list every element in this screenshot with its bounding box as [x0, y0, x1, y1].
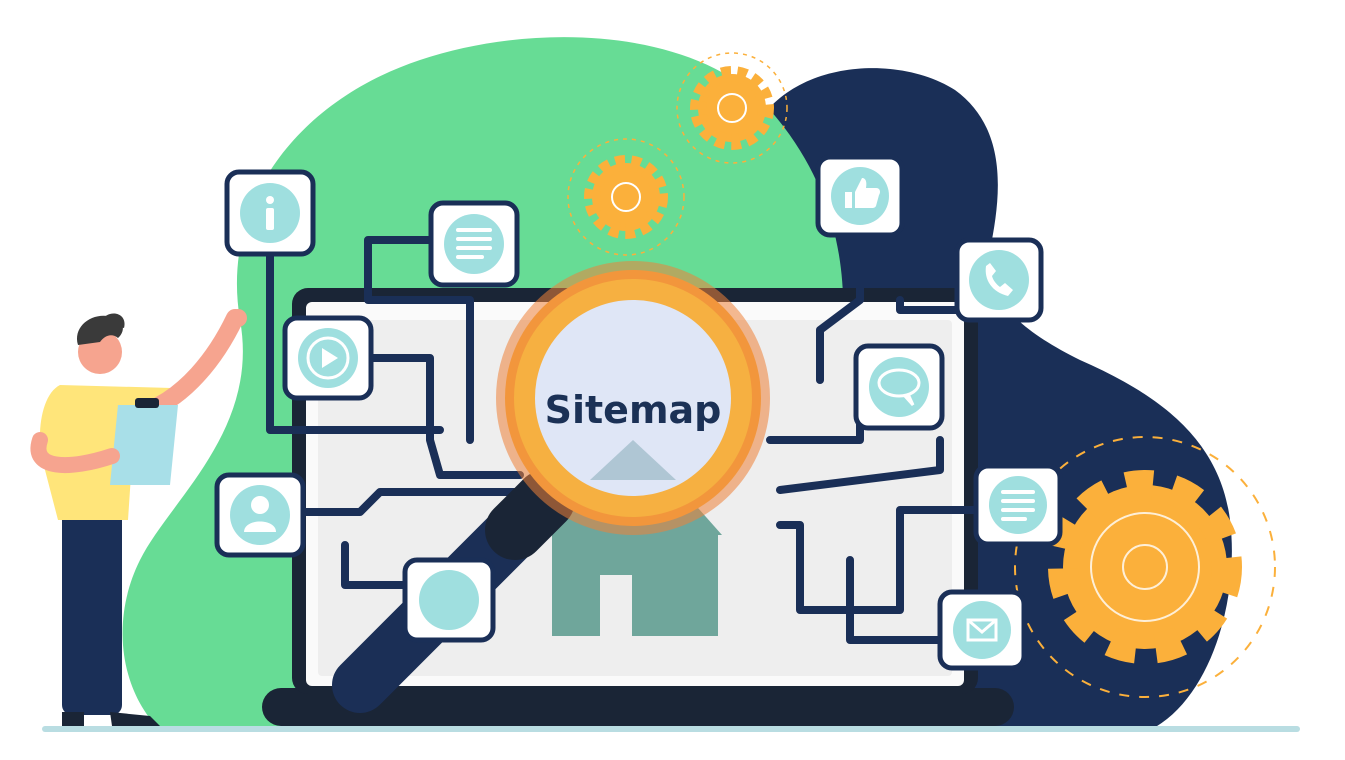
- info-icon: [224, 169, 316, 257]
- phone-icon: [954, 237, 1044, 323]
- laptop-base: [262, 688, 1014, 726]
- document-icon: [973, 463, 1063, 547]
- thumbs-up-icon: [815, 154, 905, 238]
- mail-icon: [937, 589, 1027, 671]
- user-icon: [214, 472, 306, 558]
- gear-icon: [1014, 436, 1276, 698]
- gear-icon: [676, 52, 788, 164]
- lens-label: Sitemap: [545, 388, 722, 432]
- house-door: [600, 575, 632, 636]
- play-icon: [282, 315, 374, 401]
- document-icon: [428, 200, 520, 288]
- ground-line: [42, 726, 1300, 732]
- gear-icon: [567, 138, 685, 256]
- chat-bubble-icon: [853, 343, 945, 431]
- connection-lines: [266, 196, 984, 644]
- person-figure: [30, 309, 247, 726]
- magnifier: Sitemap: [332, 261, 770, 713]
- message-icon: [402, 557, 496, 643]
- magnifier-lens: [535, 300, 731, 496]
